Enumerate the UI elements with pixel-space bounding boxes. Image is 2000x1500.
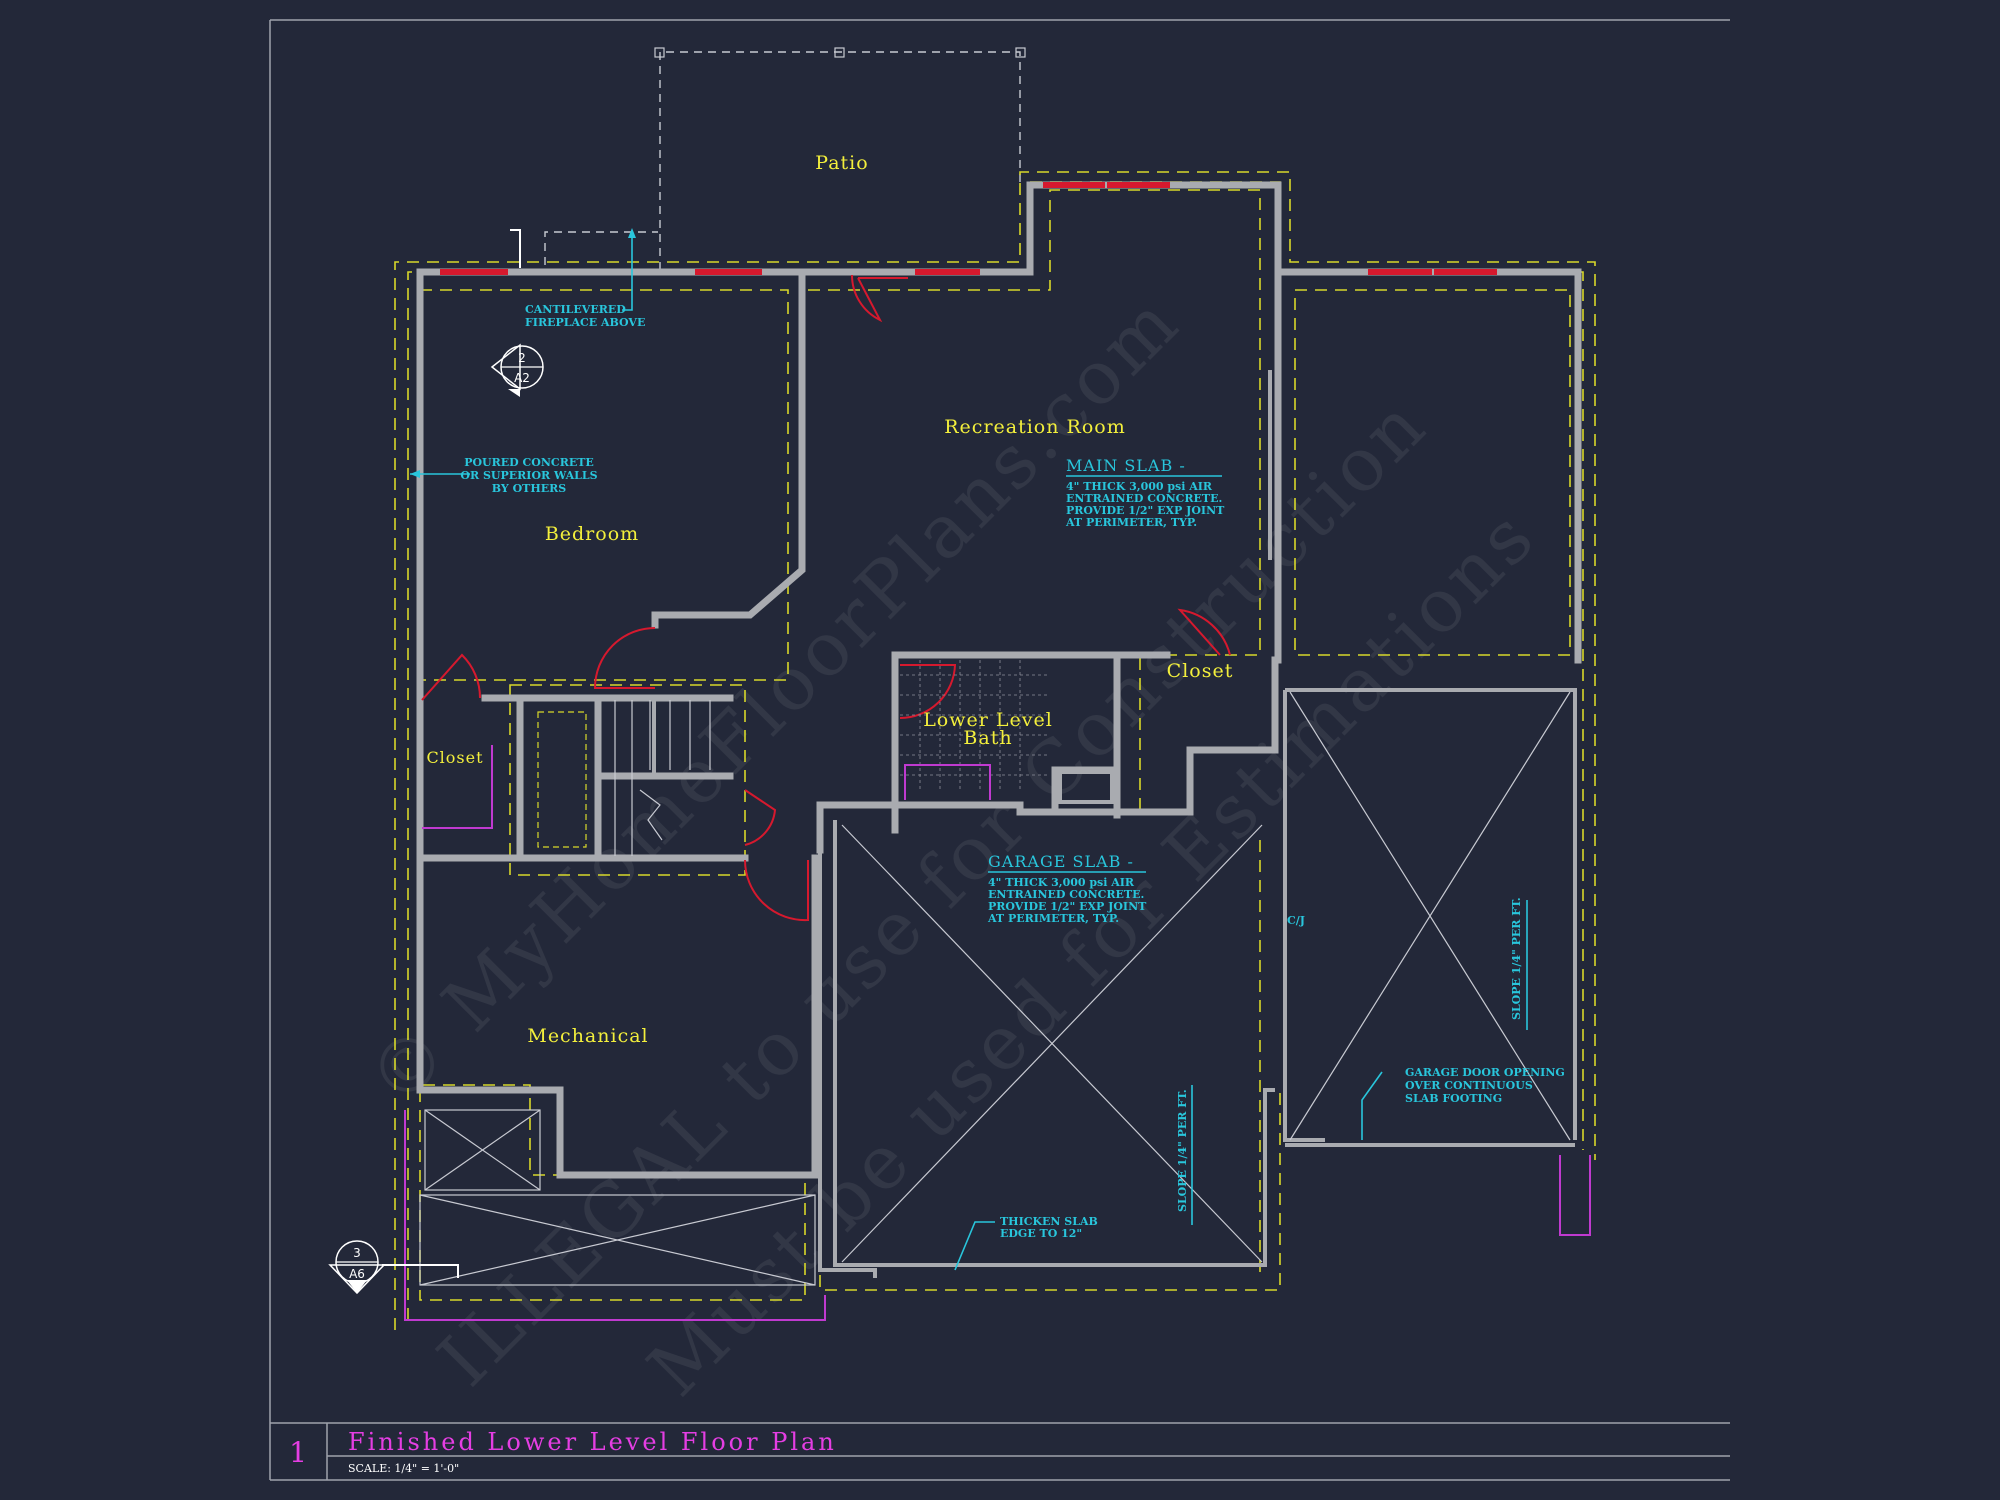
drawing-title: Finished Lower Level Floor Plan: [348, 1428, 837, 1456]
note-slope-left: SLOPE 1/4" PER FT.: [1176, 1089, 1189, 1212]
room-labels: Patio Recreation Room Bedroom Closet Clo…: [426, 152, 1234, 1047]
walls: [416, 181, 1582, 1278]
room-label-closet-left: Closet: [426, 748, 483, 767]
title-block: 1 Finished Lower Level Floor Plan SCALE:…: [289, 1428, 837, 1475]
room-label-closet-right: Closet: [1167, 660, 1234, 682]
note-garage-slab: GARAGE SLAB - 4" THICK 3,000 psi AIR ENT…: [987, 852, 1147, 925]
note-garage-door: GARAGE DOOR OPENING OVER CONTINUOUS SLAB…: [1405, 1066, 1565, 1105]
room-label-patio: Patio: [815, 152, 868, 174]
section-tag-a6-sheet: A6: [349, 1267, 365, 1281]
sheet-border: [269, 19, 1730, 1481]
note-main-slab: MAIN SLAB - 4" THICK 3,000 psi AIR ENTRA…: [1065, 456, 1225, 529]
garage-door-line-2: OVER CONTINUOUS: [1405, 1079, 1533, 1092]
garage-slab-title: GARAGE SLAB -: [988, 852, 1134, 871]
room-label-bath-1: Lower Level: [923, 709, 1053, 731]
garage-door-line-3: SLAB FOOTING: [1405, 1092, 1502, 1105]
garage-slab-line-2: ENTRAINED CONCRETE.: [988, 888, 1144, 901]
watermark: © MyHomeFloorPlans.com ILLEGAL to use fo…: [352, 278, 1553, 1413]
section-tag-a2-number: 2: [518, 351, 526, 365]
garage-slab-line-3: PROVIDE 1/2" EXP JOINT: [988, 900, 1147, 913]
section-tag-a2-sheet: A2: [514, 371, 530, 385]
bath-tile-grid: [900, 660, 1050, 790]
thicken-slab-line-2: EDGE TO 12": [1000, 1227, 1082, 1240]
garage-slab-line-1: 4" THICK 3,000 psi AIR: [988, 876, 1135, 889]
bath-fixture: [904, 764, 991, 800]
room-label-bath-2: Bath: [963, 727, 1012, 749]
note-concrete-line-2: OR SUPERIOR WALLS: [460, 469, 597, 482]
thicken-slab-line-1: THICKEN SLAB: [1000, 1215, 1098, 1228]
main-slab-line-2: ENTRAINED CONCRETE.: [1066, 492, 1222, 505]
note-cj: C/J: [1287, 914, 1305, 927]
main-slab-line-1: 4" THICK 3,000 psi AIR: [1066, 480, 1213, 493]
section-tag-a2: 2 A2: [490, 229, 544, 397]
garage-slab-line-4: AT PERIMETER, TYP.: [987, 912, 1119, 925]
room-label-recreation: Recreation Room: [944, 416, 1125, 438]
garage-door-jamb: [1559, 1155, 1591, 1236]
leader-lines: [410, 228, 1528, 1271]
note-thicken-slab: THICKEN SLAB EDGE TO 12": [1000, 1215, 1098, 1240]
section-tag-a6: 3 A6: [328, 1240, 459, 1295]
note-slope-right: SLOPE 1/4" PER FT.: [1510, 897, 1523, 1020]
main-slab-line-3: PROVIDE 1/2" EXP JOINT: [1066, 504, 1225, 517]
note-concrete-line-3: BY OTHERS: [492, 482, 566, 495]
garage-door-line-1: GARAGE DOOR OPENING: [1405, 1066, 1565, 1079]
closet-shelf: [422, 745, 493, 829]
windows: [440, 182, 1497, 275]
patio-outline: [544, 47, 1026, 270]
doors: [421, 274, 1231, 922]
room-label-mechanical: Mechanical: [527, 1025, 648, 1047]
note-concrete-walls: POURED CONCRETE OR SUPERIOR WALLS BY OTH…: [460, 456, 597, 495]
main-slab-title: MAIN SLAB -: [1066, 456, 1186, 475]
drawing-scale: SCALE: 1/4" = 1'-0": [348, 1462, 459, 1475]
magenta-outline: [404, 1110, 826, 1321]
note-fireplace-line-2: FIREPLACE ABOVE: [525, 316, 645, 329]
section-tag-a6-number: 3: [353, 1246, 361, 1260]
footing-lines: [394, 171, 1596, 1330]
room-label-bedroom: Bedroom: [545, 523, 639, 545]
drawing-number: 1: [289, 1436, 307, 1469]
note-fireplace-line-1: CANTILEVERED: [525, 303, 626, 316]
bath-toilet-box: [1058, 770, 1114, 804]
note-fireplace: CANTILEVERED FIREPLACE ABOVE: [525, 303, 645, 329]
main-slab-line-4: AT PERIMETER, TYP.: [1065, 516, 1197, 529]
note-concrete-line-1: POURED CONCRETE: [464, 456, 594, 469]
stair-treads: [537, 700, 711, 856]
